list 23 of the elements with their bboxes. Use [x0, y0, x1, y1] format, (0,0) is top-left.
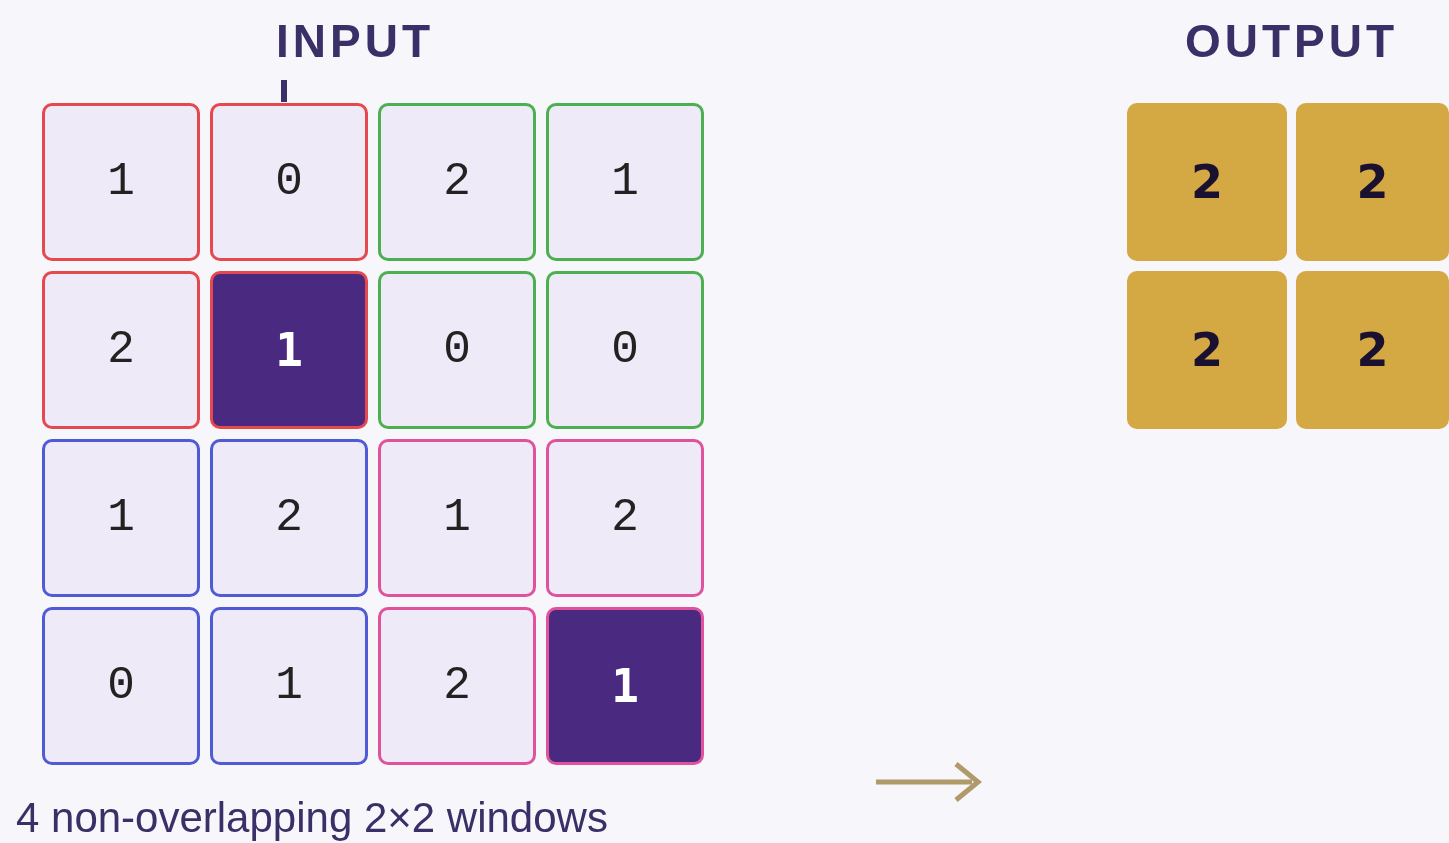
input-cell: 2 — [210, 439, 368, 597]
input-cell: 2 — [42, 271, 200, 429]
input-cell: 1 — [42, 103, 200, 261]
output-cell: 2 — [1127, 271, 1287, 429]
max-value-cell: 1 — [210, 271, 368, 429]
input-cell: 2 — [378, 607, 536, 765]
input-cell: 2 — [546, 439, 704, 597]
grid-heading: INPUT — [276, 14, 434, 68]
output-cell: 2 — [1296, 271, 1449, 429]
input-cell: 1 — [546, 103, 704, 261]
input-cell: 0 — [42, 607, 200, 765]
caption-text: 4 non-overlapping 2×2 windows — [16, 794, 608, 842]
input-cell: 1 — [210, 607, 368, 765]
output-cell: 2 — [1127, 103, 1287, 261]
input-cell: 1 — [378, 439, 536, 597]
output-cell: 2 — [1296, 103, 1449, 261]
grid-heading: OUTPUT — [1185, 14, 1399, 68]
input-cell: 2 — [378, 103, 536, 261]
input-cell: 1 — [42, 439, 200, 597]
input-cell: 0 — [210, 103, 368, 261]
max-value-cell: 1 — [546, 607, 704, 765]
input-cell: 0 — [378, 271, 536, 429]
input-cell: 0 — [546, 271, 704, 429]
